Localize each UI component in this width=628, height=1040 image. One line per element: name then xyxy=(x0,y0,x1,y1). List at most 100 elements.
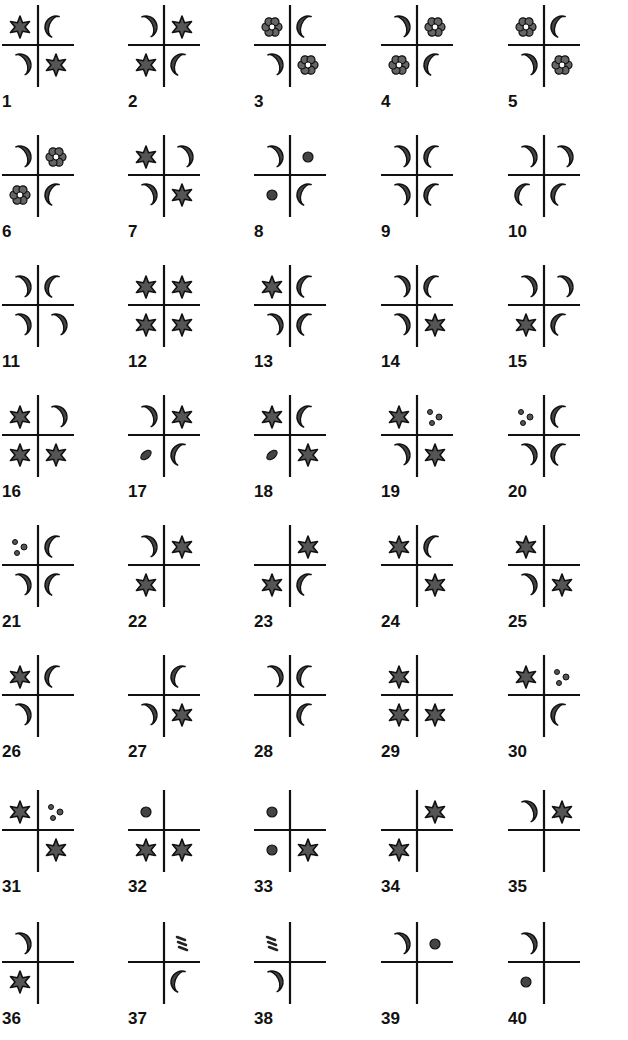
figure-number: 3 xyxy=(254,93,263,110)
cross-vertical xyxy=(289,525,291,607)
cross-cell xyxy=(2,5,74,87)
crescent-shape xyxy=(394,12,413,37)
cross-vertical xyxy=(289,922,291,1004)
cross-vertical xyxy=(416,395,418,477)
crescent-symbol xyxy=(394,272,413,297)
cross-cell xyxy=(508,525,580,607)
cross-vertical xyxy=(163,655,165,737)
crescent-shape xyxy=(521,50,540,75)
star-shape xyxy=(46,444,65,466)
flower-center xyxy=(269,24,275,30)
star-symbol xyxy=(552,574,571,596)
figure-number: 38 xyxy=(254,1010,273,1027)
star-shape xyxy=(172,839,191,861)
crescent-shape xyxy=(521,272,540,297)
figure-number: 27 xyxy=(128,743,147,760)
crescent-shape xyxy=(141,12,160,37)
star-shape xyxy=(389,536,408,558)
small-dot xyxy=(51,816,56,821)
star-shape xyxy=(136,839,155,861)
star-symbol xyxy=(516,536,535,558)
crescent-symbol xyxy=(521,797,540,822)
crescent-symbol xyxy=(141,700,160,725)
flower-symbol xyxy=(10,186,30,204)
crescent-shape xyxy=(168,51,186,75)
dot-shape xyxy=(267,845,277,855)
flower-center xyxy=(396,62,402,68)
figure-number: 17 xyxy=(128,483,147,500)
star-shape xyxy=(298,536,317,558)
crescent-symbol xyxy=(141,532,160,557)
figure-number: 21 xyxy=(2,613,21,630)
figure-number: 25 xyxy=(508,613,527,630)
star-symbol xyxy=(425,444,444,466)
cross-vertical xyxy=(163,922,165,1004)
flower-symbol xyxy=(262,18,282,36)
crescent-symbol xyxy=(521,440,540,465)
crescent-shape xyxy=(294,311,312,335)
oval-symbol xyxy=(265,448,279,461)
cross-vertical xyxy=(163,790,165,872)
cross-cell xyxy=(128,655,200,737)
cross-cell xyxy=(254,5,326,87)
flower-center xyxy=(432,24,438,30)
figure-number: 18 xyxy=(254,483,273,500)
figure-number: 6 xyxy=(2,223,11,240)
star-shape xyxy=(516,666,535,688)
cross-vertical xyxy=(37,525,39,607)
small-dot xyxy=(57,809,63,815)
star-shape xyxy=(389,666,408,688)
stripes-symbol xyxy=(177,937,187,950)
star-shape xyxy=(172,536,191,558)
figure-number: 5 xyxy=(508,93,517,110)
crescent-shape xyxy=(421,533,439,557)
crescent-symbol xyxy=(521,142,540,167)
crescent-shape xyxy=(548,441,566,465)
crescent-shape xyxy=(421,181,439,205)
stripes-symbol xyxy=(267,937,277,950)
figure-number: 4 xyxy=(381,93,390,110)
figure-number: 22 xyxy=(128,613,147,630)
cross-cell xyxy=(2,655,74,737)
cross-vertical xyxy=(543,135,545,217)
crescent-symbol xyxy=(512,181,530,205)
star-shape xyxy=(10,444,29,466)
figure-number: 37 xyxy=(128,1010,147,1027)
star-symbol xyxy=(172,16,191,38)
small-dot xyxy=(436,414,442,420)
star-shape xyxy=(10,406,29,428)
cross-cell xyxy=(128,525,200,607)
star-symbol xyxy=(10,666,29,688)
figure-number: 11 xyxy=(2,353,20,370)
dot-symbol xyxy=(267,845,277,855)
crescent-shape xyxy=(557,272,576,297)
figure-number: 33 xyxy=(254,878,273,895)
crescent-shape xyxy=(294,701,312,725)
stripe xyxy=(269,947,277,950)
star-symbol xyxy=(389,536,408,558)
crescent-shape xyxy=(548,181,566,205)
crescent-symbol xyxy=(294,181,312,205)
cross-cell xyxy=(128,922,200,1004)
cross-vertical xyxy=(37,135,39,217)
crescent-shape xyxy=(267,662,286,687)
flower-center xyxy=(305,62,311,68)
figure-number: 13 xyxy=(254,353,273,370)
crescent-symbol xyxy=(394,12,413,37)
figure-number: 40 xyxy=(508,1010,527,1027)
cross-cell xyxy=(254,655,326,737)
crescent-shape xyxy=(42,533,60,557)
cross-cell xyxy=(254,790,326,872)
cross-vertical xyxy=(289,5,291,87)
small-dots-symbol xyxy=(555,670,570,686)
crescent-symbol xyxy=(548,181,566,205)
dot-shape xyxy=(267,190,277,200)
small-dot xyxy=(15,551,20,556)
dot-symbol xyxy=(521,977,531,987)
star-symbol xyxy=(136,276,155,298)
small-dots-symbol xyxy=(428,410,443,426)
star-symbol xyxy=(46,444,65,466)
crescent-symbol xyxy=(15,570,34,595)
cross-vertical xyxy=(37,922,39,1004)
crescent-symbol xyxy=(548,701,566,725)
